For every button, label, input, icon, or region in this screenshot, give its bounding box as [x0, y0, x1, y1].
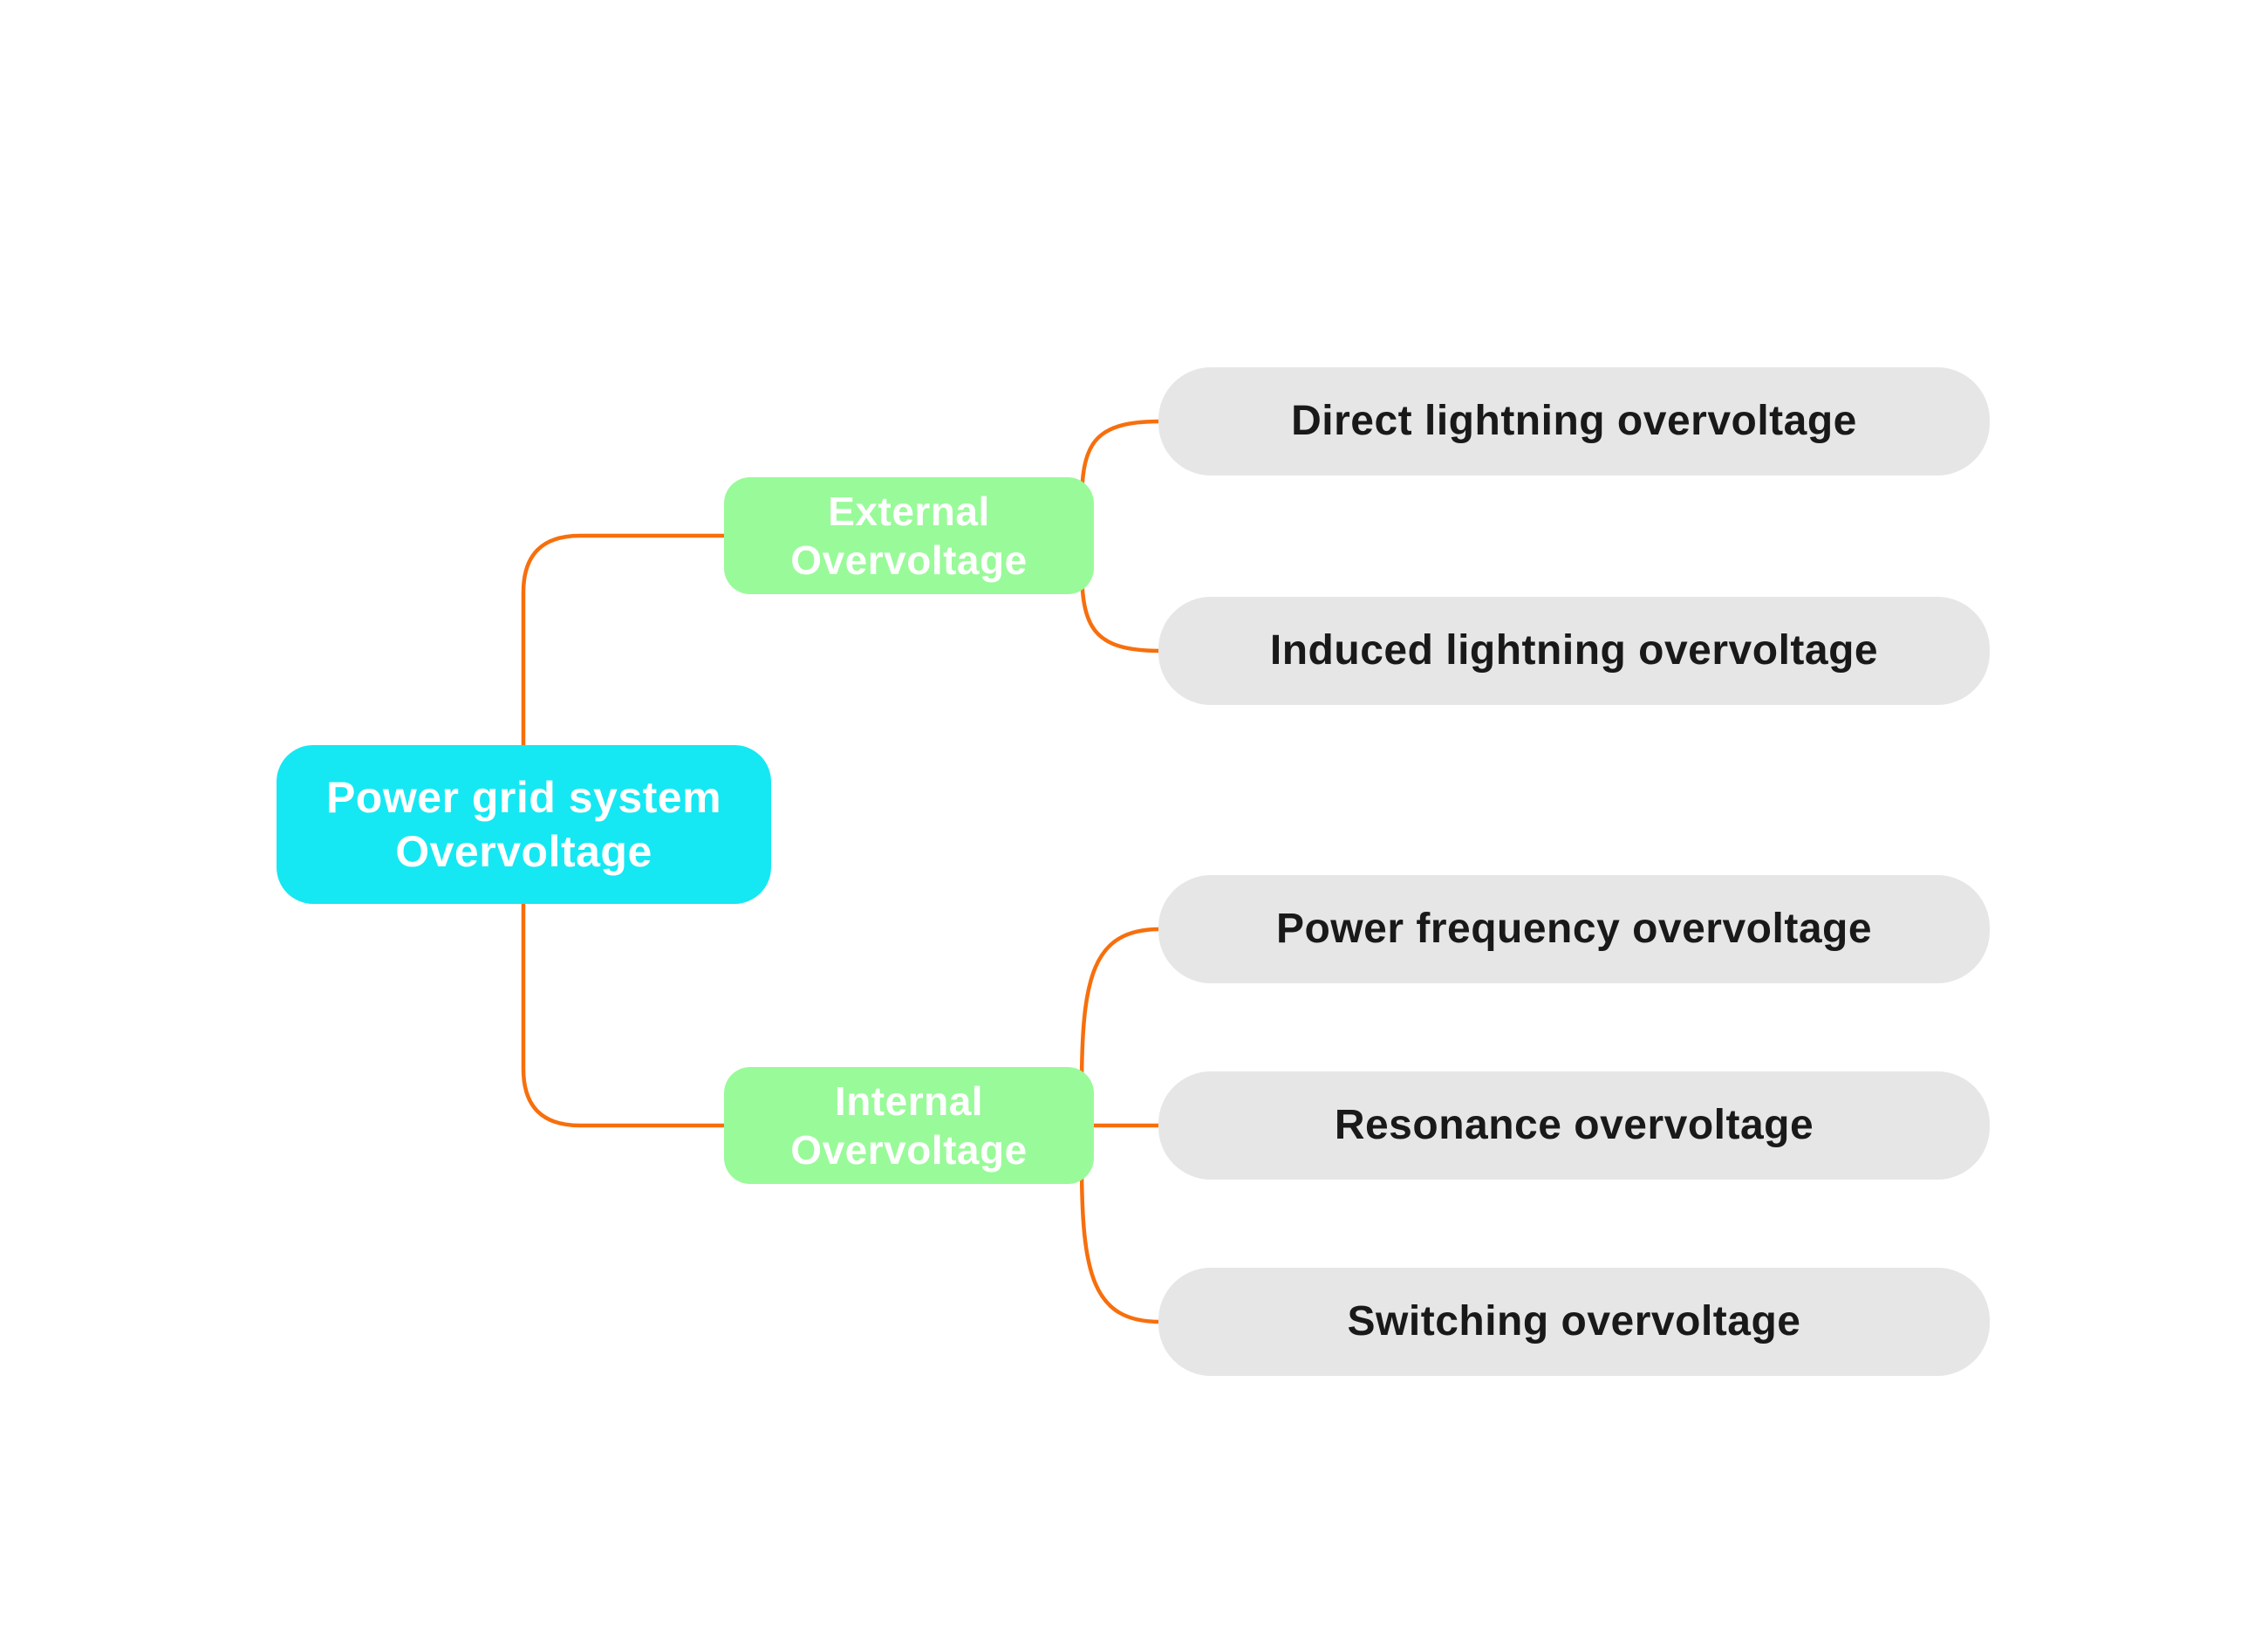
leaf-label: Power frequency overvoltage — [1275, 906, 1873, 952]
node-leaf-switching-overvoltage: Switching overvoltage — [1158, 1268, 1990, 1376]
edge-internal-to-switching — [1079, 1158, 1163, 1324]
node-internal-label-line2: Overvoltage — [790, 1127, 1028, 1173]
node-leaf-direct-lightning-overvoltage: Direct lightning overvoltage — [1158, 367, 1990, 476]
node-leaf-induced-lightning-overvoltage: Induced lightning overvoltage — [1158, 597, 1990, 705]
node-root-label-line1: Power grid system — [325, 773, 722, 822]
node-leaf-resonance-overvoltage: Resonance overvoltage — [1158, 1071, 1990, 1180]
node-root-label-line2: Overvoltage — [395, 827, 652, 876]
leaf-label: Direct lightning overvoltage — [1291, 398, 1857, 444]
leaf-label: Resonance overvoltage — [1334, 1102, 1814, 1148]
node-branch-internal-overvoltage: Internal Overvoltage — [724, 1067, 1094, 1184]
node-root-power-grid-overvoltage: Power grid system Overvoltage — [277, 745, 771, 904]
edge-internal-to-power-frequency — [1079, 927, 1163, 1093]
edge-external-to-induced — [1079, 563, 1163, 653]
leaf-label: Induced lightning overvoltage — [1269, 627, 1879, 674]
node-branch-external-overvoltage: External Overvoltage — [724, 477, 1094, 594]
node-external-label-line1: External — [828, 488, 990, 534]
node-internal-label-line1: Internal — [834, 1078, 984, 1124]
node-leaf-power-frequency-overvoltage: Power frequency overvoltage — [1158, 875, 1990, 983]
node-external-label-line2: Overvoltage — [790, 537, 1028, 583]
leaf-label: Switching overvoltage — [1347, 1298, 1801, 1345]
edge-external-to-direct — [1079, 419, 1163, 509]
